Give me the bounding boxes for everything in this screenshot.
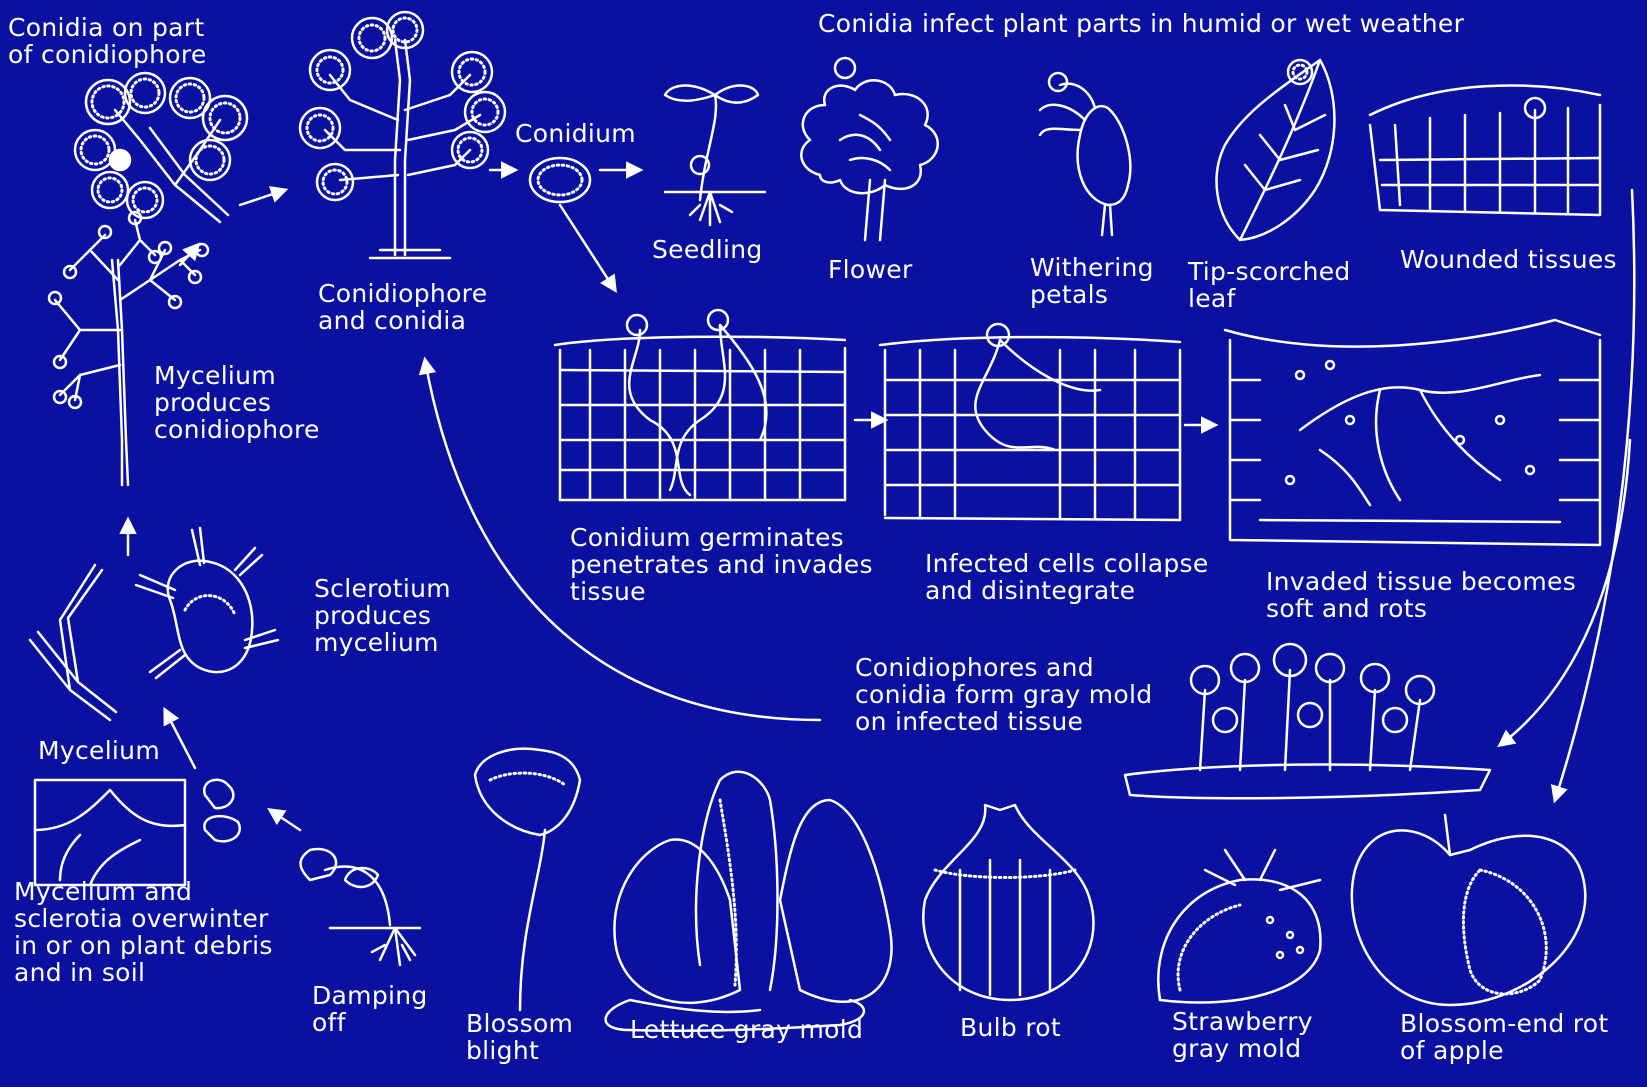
seedling-drawing — [665, 86, 765, 225]
label-conidiophore-and-conidia: Conidiophore and conidia — [318, 280, 487, 334]
label-mycelium: Mycelium — [38, 737, 160, 764]
conidia-cluster-drawing — [75, 73, 247, 222]
lettuce-drawing — [606, 772, 892, 1031]
label-lettuce: Lettuce gray mold — [630, 1016, 863, 1043]
label-bulb-rot: Bulb rot — [960, 1014, 1061, 1041]
collapsing-cells-drawing — [880, 324, 1180, 520]
apple-drawing — [1352, 815, 1585, 1005]
label-overwinter: Mycelium and sclerotia overwinter in or … — [14, 878, 273, 986]
blossom-blight-drawing — [475, 749, 580, 1010]
conidiophore-tree-drawing — [300, 12, 505, 258]
conidiophore-branching-drawing — [49, 212, 208, 485]
flower-drawing — [801, 58, 937, 240]
damping-off-drawing — [301, 849, 420, 965]
conidium-drawing — [530, 158, 590, 202]
label-flower: Flower — [828, 256, 913, 283]
label-conidia-on-part: Conidia on part of conidiophore — [8, 14, 207, 68]
label-gray-mold: Conidiophores and conidia form gray mold… — [855, 654, 1152, 735]
withering-petals-drawing — [1040, 73, 1130, 235]
germination-tissue-drawing — [555, 310, 845, 500]
label-apple: Blossom-end rot of apple — [1400, 1010, 1608, 1064]
debris-box-drawing — [35, 780, 240, 885]
label-sclerotium-produces: Sclerotium produces mycelium — [314, 575, 451, 656]
wounded-tissue-drawing — [1370, 85, 1600, 215]
bulb-drawing — [923, 805, 1093, 1000]
label-withering-petals: Withering petals — [1030, 254, 1154, 308]
label-infected-cells: Infected cells collapse and disintegrate — [925, 550, 1209, 604]
label-conidium: Conidium — [515, 120, 636, 147]
strawberry-drawing — [1158, 850, 1320, 1003]
sclerotium-drawing — [136, 528, 278, 678]
label-strawberry: Strawberry gray mold — [1172, 1008, 1313, 1062]
label-mycelium-produces: Mycelium produces conidiophore — [154, 362, 320, 443]
tip-scorched-leaf-drawing — [1217, 60, 1335, 240]
gray-mold-drawing — [1125, 644, 1490, 798]
label-conidium-germinates: Conidium germinates penetrates and invad… — [570, 524, 873, 605]
label-tip-scorched-leaf: Tip-scorched leaf — [1188, 258, 1351, 312]
label-seedling: Seedling — [652, 236, 763, 263]
label-damping-off: Damping off — [312, 982, 428, 1036]
label-blossom-blight: Blossom blight — [466, 1010, 573, 1064]
rotting-tissue-drawing — [1225, 320, 1600, 545]
label-invaded-tissue: Invaded tissue becomes soft and rots — [1266, 568, 1576, 622]
mycelium-strands-drawing — [30, 565, 116, 720]
label-wounded-tissues: Wounded tissues — [1400, 246, 1617, 273]
label-infect-title: Conidia infect plant parts in humid or w… — [818, 10, 1464, 37]
